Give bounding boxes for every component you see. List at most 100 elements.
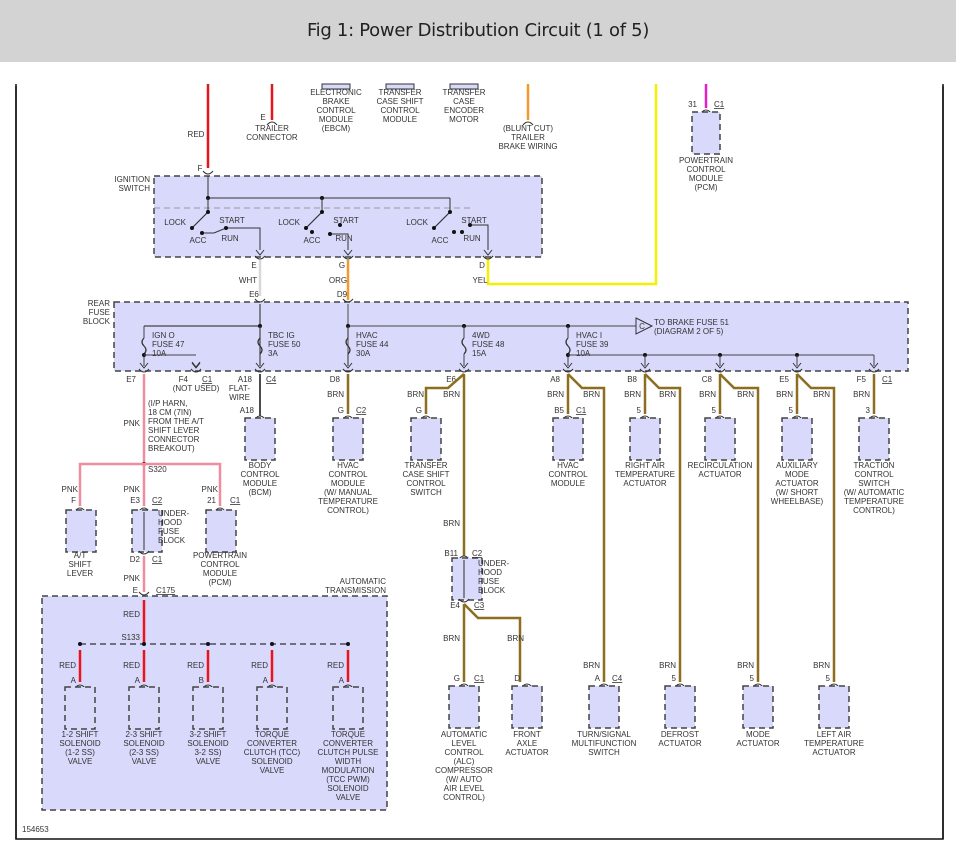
right-air-temp-actuator-label: RIGHT AIR [625, 461, 665, 470]
solenoid-label: VALVE [260, 766, 285, 775]
connector-label: C1 [202, 375, 213, 384]
pin-label: F [71, 496, 76, 505]
pin-label: 5 [637, 406, 642, 415]
pin-label: G [416, 406, 422, 415]
connector-icon [342, 368, 354, 373]
connector-icon [138, 591, 150, 596]
wire-color-label: BRN [443, 634, 460, 643]
arrow-down-icon [715, 362, 725, 369]
transfer-case-switch-label: TRANSFER [404, 461, 447, 470]
solenoid-label: CLUTCH PULSE [318, 748, 379, 757]
transfer-case-encoder-label: ENCODER [444, 106, 484, 115]
pin-label: B5 [554, 406, 564, 415]
junction-dot [468, 223, 472, 227]
connector-label: C175 [156, 586, 176, 595]
underhood-fuse-block-2-label: UNDER- [478, 559, 509, 568]
bcm-label: MODULE [243, 479, 277, 488]
offpage-letter: C [639, 322, 645, 331]
alc-compressor-label: AUTOMATIC [441, 730, 488, 739]
junction-dot [224, 226, 228, 230]
fuse-icon [345, 337, 351, 355]
solenoid-label: CLUTCH (TCC) [244, 748, 301, 757]
pin-label: A [263, 676, 269, 685]
underhood-fuse-block-2-box [451, 557, 483, 601]
turn-signal-switch-label: TURN/SIGNAL [577, 730, 631, 739]
traction-control-switch-label: TRACTION [854, 461, 895, 470]
connector-icon [868, 368, 880, 373]
hvac-manual-label: MODULE [331, 479, 365, 488]
wire-color-label: RED [188, 130, 205, 139]
connector-icon [342, 255, 354, 260]
junction-dot [452, 230, 456, 234]
pin-label: E7 [126, 375, 136, 384]
ebcm-box [321, 83, 351, 90]
auxiliary-mode-actuator-label: MODE [785, 470, 809, 479]
connector-icon [639, 368, 651, 373]
wire-color-label: PNK [124, 574, 141, 583]
harness-note: SHIFT LEVER [148, 426, 200, 435]
wire-color-label: WHT [239, 276, 257, 285]
transfer-case-switch-label: CASE SHIFT [402, 470, 449, 479]
bcm-box [244, 417, 276, 461]
connector-label: C4 [612, 674, 623, 683]
flat-wire-label: WIRE [229, 393, 250, 402]
solenoid-label: TORQUE [331, 730, 365, 739]
wire-color-label: BRN [407, 390, 424, 399]
traction-control-switch-label: CONTROL) [853, 506, 895, 515]
wire-color-label: BRN [813, 661, 830, 670]
connector-label: C1 [576, 406, 587, 415]
pin-label: E6 [446, 375, 456, 384]
connector-icon [482, 255, 494, 260]
transfer-case-switch-box [410, 417, 442, 461]
pin-label: A [71, 676, 77, 685]
wire-color-label: BRN [776, 390, 793, 399]
at-shift-lever-label: LEVER [67, 569, 93, 578]
solenoid-label: VALVE [68, 757, 93, 766]
connector-icon [190, 368, 202, 373]
fuse-icon [565, 337, 571, 355]
wire-color-label: BRN [583, 390, 600, 399]
at-shift-lever-label: A/T [74, 551, 87, 560]
wire-color-label: BRN [737, 661, 754, 670]
connector-label: C1 [474, 674, 485, 683]
transfer-case-shift-module-label: CASE SHIFT [376, 97, 423, 106]
pin-label: A [595, 674, 601, 683]
ebcm-label: CONTROL [316, 106, 356, 115]
pin-label: E6 [249, 290, 259, 299]
fuse-name: TBC IG [268, 331, 295, 340]
connector-icon [458, 598, 470, 603]
solenoid-label: TORQUE [255, 730, 289, 739]
switch-pos-acc: ACC [304, 236, 321, 245]
automatic-transmission-title: TRANSMISSION [325, 586, 386, 595]
arrow-down-icon [139, 362, 149, 369]
connector-icon [714, 368, 726, 373]
junction-dot [142, 642, 146, 646]
transfer-case-encoder-label: MOTOR [449, 115, 479, 124]
junction-dot [448, 210, 452, 214]
pin-label: 5 [826, 674, 831, 683]
pin-label: B8 [627, 375, 637, 384]
right-air-temp-actuator-label: TEMPERATURE [615, 470, 675, 479]
junction-dot [304, 226, 308, 230]
automatic-transmission-title: AUTOMATIC [340, 577, 387, 586]
offpage-label: TO BRAKE FUSE 51 [654, 318, 730, 327]
pcm-label: (PCM) [208, 578, 231, 587]
fuse-rating: 10A [576, 349, 591, 358]
auxiliary-mode-actuator-box [781, 417, 813, 461]
pcm-label: (PCM) [694, 183, 717, 192]
transfer-case-switch-label: SWITCH [410, 488, 442, 497]
pin-label: D9 [337, 290, 348, 299]
arrow-down-icon [255, 362, 265, 369]
not-used-label: (NOT USED) [173, 384, 220, 393]
connector-icon [138, 550, 150, 555]
connector-icon [254, 368, 266, 373]
connector-label: C1 [714, 100, 725, 109]
solenoid-box [256, 686, 288, 730]
bcm-label: BODY [249, 461, 272, 470]
wire-color-label: BRN [624, 390, 641, 399]
connector-icon [562, 368, 574, 373]
fuse-number: FUSE 44 [356, 340, 389, 349]
underhood-fuse-block-box [131, 509, 163, 553]
junction-dot [200, 231, 204, 235]
